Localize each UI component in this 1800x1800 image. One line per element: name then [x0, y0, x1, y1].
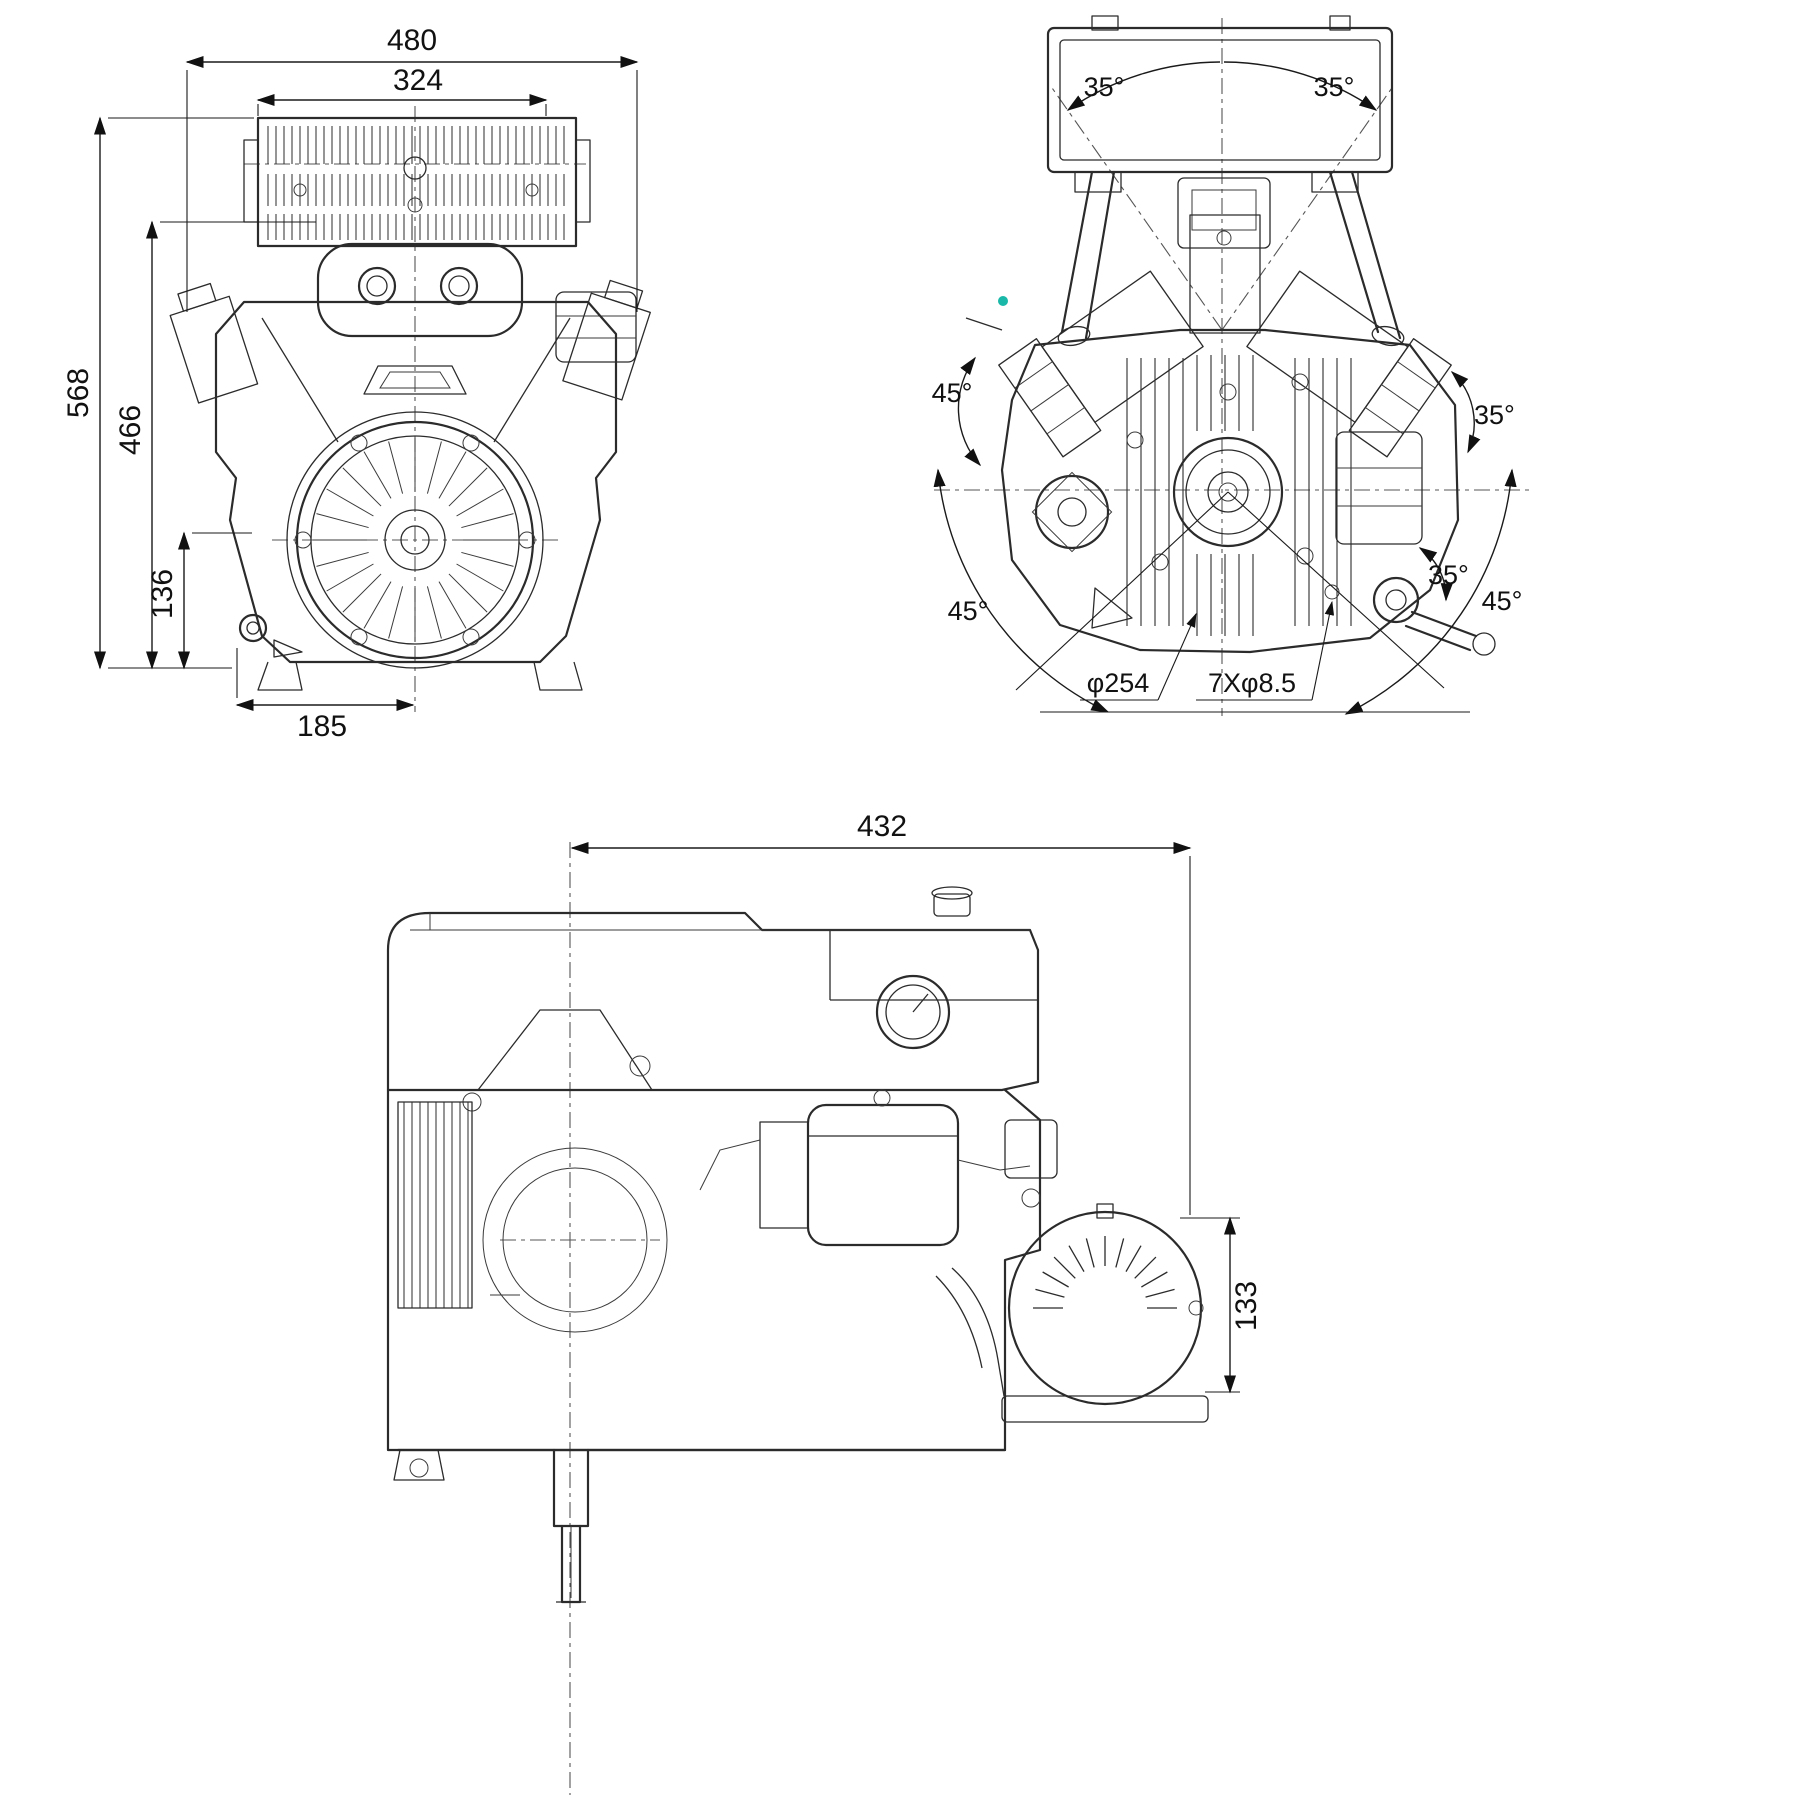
dim-pto-angle-label: 35° — [1428, 560, 1469, 590]
fan-side-view: 35° 35° 45° 35° 35° 45° 45° φ254 7Xφ8.5 — [932, 15, 1530, 716]
fan-view-drawing — [965, 15, 1496, 656]
dim-body-height-label: 466 — [114, 405, 147, 455]
starter-slots — [1032, 1235, 1178, 1309]
dim-crank-offset-label: 185 — [297, 710, 347, 743]
side-view-dimensions: 432 133 — [570, 810, 1263, 1394]
fan-view-dimensions: 35° 35° 45° 35° 35° 45° 45° φ254 7Xφ8.5 — [932, 61, 1523, 715]
dim-bolt-holes-label: 7Xφ8.5 — [1208, 668, 1296, 698]
front-view-dimensions: 480 324 568 466 136 185 — [62, 24, 639, 743]
dim-crank-height-label: 136 — [146, 569, 179, 619]
dim-base-angle-left-label: 45° — [948, 596, 989, 626]
dim-mount-angle-right-label: 35° — [1474, 400, 1515, 430]
side-view-centerlines — [500, 842, 660, 1795]
dim-muffler-width-label: 324 — [393, 64, 443, 97]
side-view-drawing — [386, 886, 1209, 1604]
dim-cyl-angle-left-label: 35° — [1084, 72, 1125, 102]
accent-mark — [998, 296, 1008, 306]
dim-starter-height-label: 133 — [1230, 1281, 1263, 1331]
front-view: 480 324 568 466 136 185 — [62, 24, 651, 743]
dim-mount-angle-left-label: 45° — [932, 378, 973, 408]
dim-overall-width-label: 480 — [387, 24, 437, 57]
dim-base-angle-right-label: 45° — [1482, 586, 1523, 616]
front-view-drawing — [169, 116, 651, 691]
dim-flywheel-dia-label: φ254 — [1087, 668, 1150, 698]
dim-overall-height-label: 568 — [62, 368, 95, 418]
side-view: 432 133 — [386, 810, 1263, 1795]
dim-overall-length-label: 432 — [857, 810, 907, 843]
dim-cyl-angle-right-label: 35° — [1314, 72, 1355, 102]
